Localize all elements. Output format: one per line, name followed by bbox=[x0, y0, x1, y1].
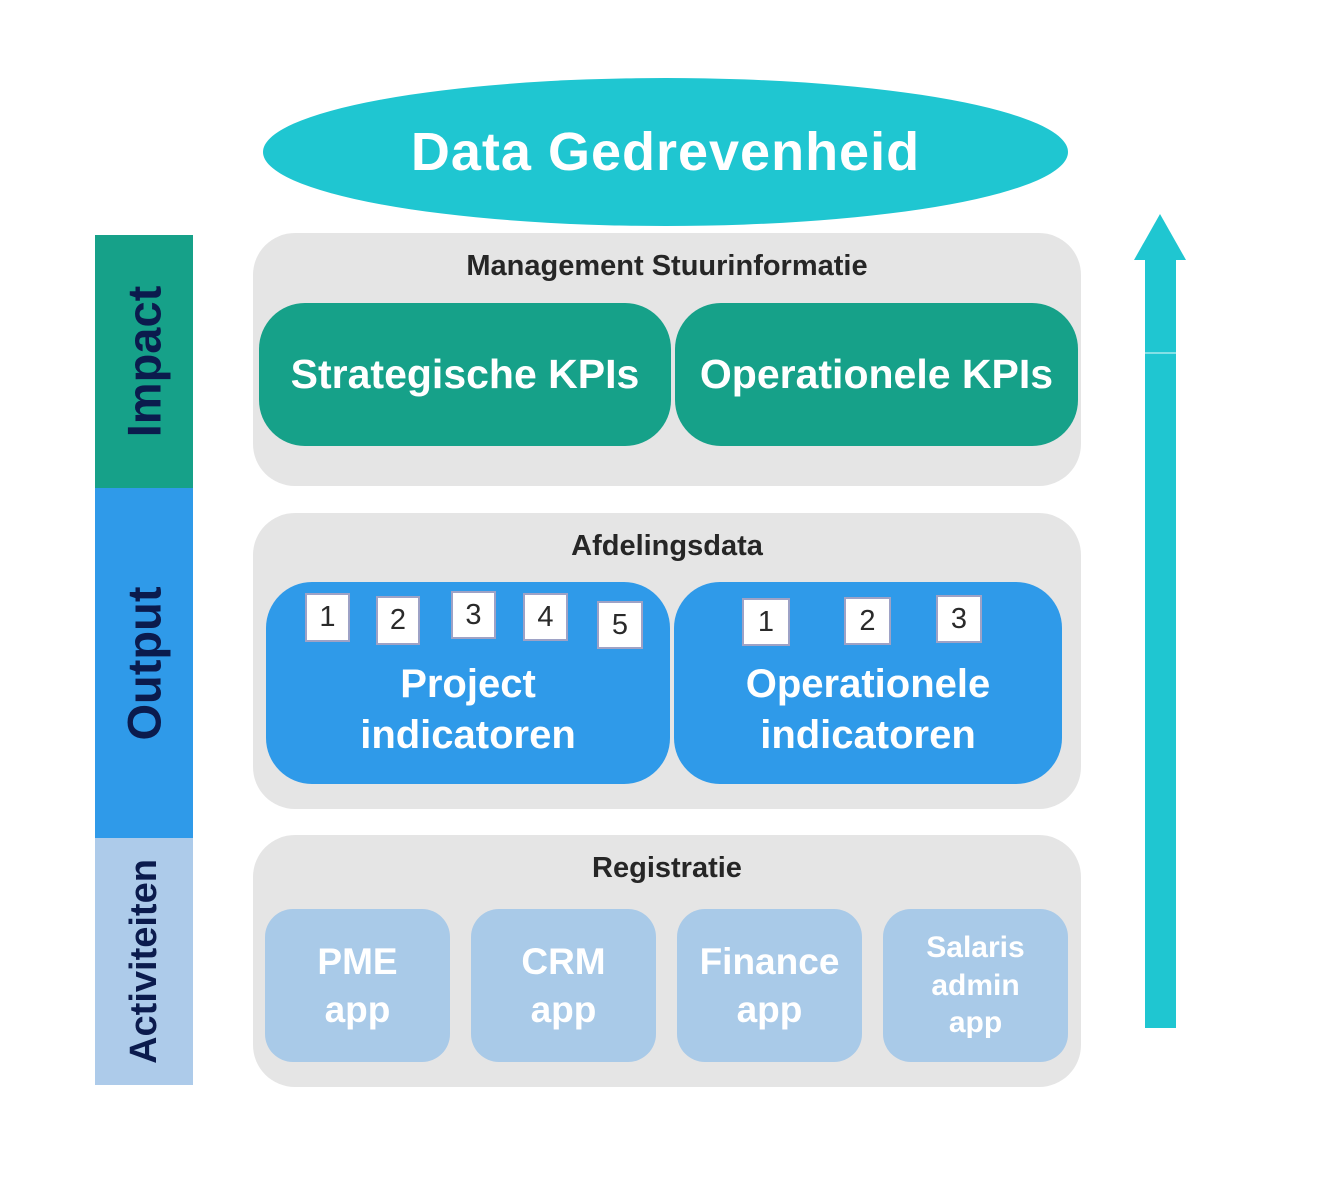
impact-label: Impact bbox=[117, 285, 171, 438]
indicator-chip: 1 bbox=[742, 598, 790, 646]
title-ellipse: Data Gedrevenheid bbox=[263, 78, 1068, 226]
finance-app-box: Finance app bbox=[677, 909, 862, 1062]
indicator-chip: 1 bbox=[305, 593, 350, 642]
operationele-kpis-label: Operationele KPIs bbox=[699, 351, 1054, 397]
operationele-indicatoren-label: Operationele indicatoren bbox=[745, 662, 991, 758]
project-indicatoren-label: Project indicatoren bbox=[360, 662, 576, 758]
diagram-title: Data Gedrevenheid bbox=[410, 122, 921, 182]
up-arrow-seam bbox=[1145, 352, 1176, 354]
up-arrow-shaft bbox=[1145, 258, 1176, 1028]
section-management-stuurinformatie: Management Stuurinformatie Strategische … bbox=[253, 233, 1081, 486]
section-header: Management Stuurinformatie bbox=[466, 250, 868, 282]
up-arrow-head-icon bbox=[1134, 214, 1186, 260]
strategische-kpis-label: Strategische KPIs bbox=[290, 351, 640, 397]
indicator-chip: 3 bbox=[451, 591, 496, 639]
section-header: Afdelingsdata bbox=[571, 530, 763, 562]
operationele-kpis-box: Operationele KPIs bbox=[675, 303, 1078, 446]
output-bar: Output bbox=[95, 488, 193, 838]
operationele-indicatoren-box: 1 2 3 Operationele indicatoren bbox=[674, 582, 1062, 784]
activiteiten-bar: Activiteiten bbox=[95, 838, 193, 1085]
section-afdelingsdata: Afdelingsdata 1 2 3 4 5 Project indicato… bbox=[253, 513, 1081, 809]
pme-app-box: PME app bbox=[265, 909, 450, 1062]
output-label: Output bbox=[117, 586, 171, 740]
indicator-chip: 4 bbox=[523, 593, 568, 641]
section-registratie: Registratie PME app CRM app Finance app … bbox=[253, 835, 1081, 1087]
project-indicatoren-box: 1 2 3 4 5 Project indicatoren bbox=[266, 582, 670, 784]
indicator-chip: 2 bbox=[844, 597, 891, 645]
indicator-chip: 5 bbox=[597, 601, 643, 649]
indicator-chip: 2 bbox=[376, 596, 420, 645]
strategische-kpis-box: Strategische KPIs bbox=[259, 303, 671, 446]
activiteiten-label: Activiteiten bbox=[122, 859, 165, 1064]
section-header: Registratie bbox=[592, 852, 742, 884]
crm-app-box: CRM app bbox=[471, 909, 656, 1062]
salaris-admin-app-box: Salaris admin app bbox=[883, 909, 1068, 1062]
impact-bar: Impact bbox=[95, 235, 193, 488]
indicator-chip: 3 bbox=[936, 595, 982, 643]
